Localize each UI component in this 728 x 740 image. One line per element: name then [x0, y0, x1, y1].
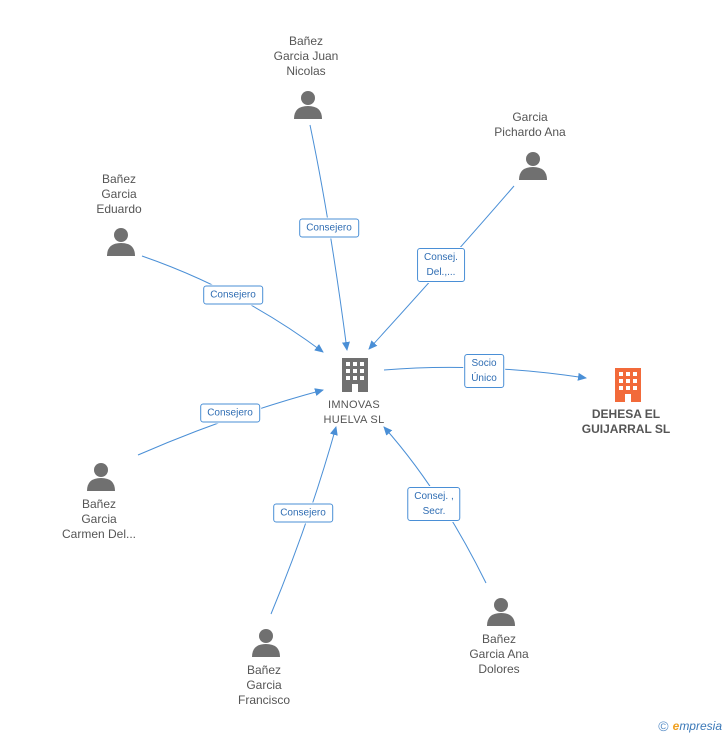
- role-text: Del.,...: [426, 267, 456, 278]
- edge-label-pichardo: Consej. Del.,...: [417, 248, 465, 282]
- role-text: Único: [471, 373, 497, 384]
- role-text: Consej. ,: [414, 491, 454, 502]
- person-name-line: Bañez: [481, 632, 517, 646]
- person-icon[interactable]: [486, 596, 516, 631]
- person-icon[interactable]: [251, 627, 281, 662]
- brand-initial: e: [672, 719, 680, 733]
- brand-logo: empresia: [673, 719, 722, 733]
- person-icon[interactable]: [106, 226, 136, 261]
- center-company-building-icon[interactable]: [339, 358, 371, 397]
- company-name-line: HUELVA SL: [323, 414, 385, 426]
- edge-label-banez-ana: Consej. , Secr.: [407, 487, 461, 521]
- edge-banez-carmen: [137, 388, 324, 456]
- person-name-line: Dolores: [478, 662, 520, 676]
- person-name-line: Bañez: [101, 172, 137, 186]
- person-name-line: Carmen Del...: [61, 527, 137, 541]
- target-company-label[interactable]: DEHESA EL GUIJARRAL SL: [582, 407, 670, 437]
- role-text: Secr.: [422, 506, 446, 517]
- person-icon[interactable]: [518, 150, 548, 185]
- target-company-building-icon[interactable]: [612, 368, 644, 407]
- edge-label-banez-eduardo: Consejero: [203, 285, 263, 305]
- person-name-line: Garcia Ana: [469, 647, 529, 661]
- person-label-banez-francisco[interactable]: Bañez Garcia Francisco: [238, 663, 290, 708]
- role-text: Consejero: [306, 222, 352, 234]
- person-label-pichardo[interactable]: Garcia Pichardo Ana: [494, 110, 565, 140]
- person-icon[interactable]: [86, 461, 116, 496]
- person-label-banez-ana[interactable]: Bañez Garcia Ana Dolores: [469, 632, 528, 677]
- edge-label-banez-francisco: Consejero: [273, 503, 333, 523]
- edge-banez-juan: [309, 124, 350, 351]
- company-name-line: DEHESA EL: [591, 407, 661, 421]
- edge-label-banez-juan: Consejero: [299, 218, 359, 238]
- person-name-line: Pichardo Ana: [494, 125, 566, 139]
- role-text: Consejero: [207, 407, 253, 419]
- edge-label-banez-carmen: Consejero: [200, 403, 260, 423]
- brand-name: mpresia: [679, 719, 722, 733]
- person-name-line: Nicolas: [286, 64, 326, 78]
- person-name-line: Garcia: [101, 187, 137, 201]
- role-text: Consej.: [424, 252, 458, 263]
- person-name-line: Francisco: [237, 693, 291, 707]
- edge-label-target: Socio Único: [464, 354, 504, 388]
- role-text: Consejero: [210, 289, 256, 301]
- person-name-line: Bañez: [246, 663, 282, 677]
- role-text: Socio: [471, 358, 497, 369]
- center-company-label[interactable]: IMNOVAS HUELVA SL: [324, 398, 385, 428]
- copyright-icon: ©: [658, 718, 669, 734]
- person-name-line: Eduardo: [96, 202, 142, 216]
- person-name-line: Garcia: [512, 110, 548, 124]
- company-name-line: GUIJARRAL SL: [581, 422, 671, 436]
- person-name-line: Bañez: [81, 497, 117, 511]
- company-name-line: IMNOVAS: [327, 399, 380, 411]
- person-icon[interactable]: [293, 89, 323, 124]
- role-text: Consejero: [280, 507, 326, 519]
- person-label-banez-juan[interactable]: Bañez Garcia Juan Nicolas: [274, 34, 339, 79]
- person-name-line: Garcia: [246, 678, 282, 692]
- person-name-line: Garcia: [81, 512, 117, 526]
- person-label-banez-carmen[interactable]: Bañez Garcia Carmen Del...: [62, 497, 136, 542]
- person-name-line: Bañez: [288, 34, 324, 48]
- person-name-line: Garcia Juan: [273, 49, 339, 63]
- footer-brand[interactable]: © empresia: [658, 718, 722, 734]
- person-label-banez-eduardo[interactable]: Bañez Garcia Eduardo: [96, 172, 141, 217]
